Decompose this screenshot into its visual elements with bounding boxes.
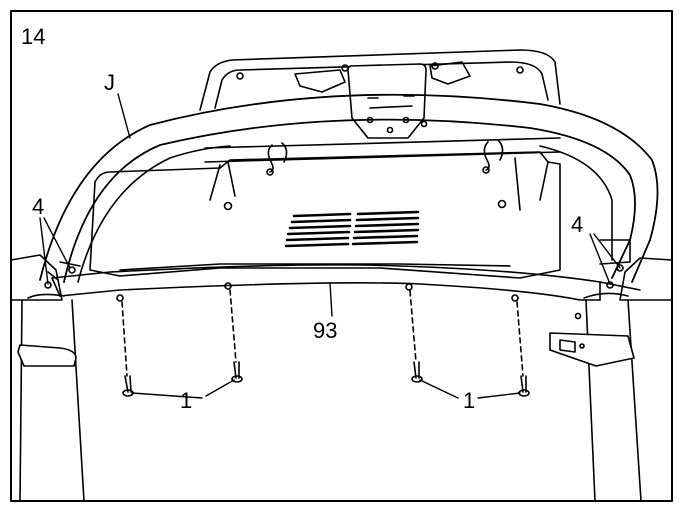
- vent-grille: [284, 210, 420, 248]
- leader-1-right-b: [477, 392, 521, 399]
- screw-guide-lines: [121, 289, 524, 377]
- label-1-left: 1: [180, 388, 192, 413]
- right-upright: [549, 292, 642, 502]
- figure-border: [10, 10, 673, 502]
- left-side-bracket: [10, 254, 63, 301]
- label-4-right: 4: [571, 212, 583, 237]
- leader-1-left-a: [131, 392, 203, 399]
- crossbar-bolt-left: [267, 142, 288, 173]
- leader-J: [117, 93, 131, 139]
- screw: [231, 361, 243, 383]
- label-1-right: 1: [463, 388, 475, 413]
- leader-1-left-b: [205, 379, 235, 397]
- crossbar: [204, 137, 561, 163]
- motor-hood: [89, 151, 561, 279]
- leader-4-right-a: [589, 233, 611, 285]
- base-frame-93: [44, 264, 641, 302]
- label-93: 93: [313, 318, 337, 343]
- console-top: [199, 49, 561, 139]
- leader-1-right-a: [419, 379, 459, 399]
- leader-4-left-a: [39, 217, 49, 285]
- leader-4-right-b: [593, 233, 621, 269]
- screw: [411, 361, 423, 383]
- handlebar-J: [39, 93, 659, 283]
- right-side-bracket: [619, 257, 673, 301]
- crossbar-bolt-right: [483, 139, 504, 171]
- left-upright: [17, 293, 85, 502]
- leader-4-left-b: [43, 217, 71, 269]
- label-4-left: 4: [32, 194, 44, 219]
- leader-93: [329, 282, 333, 317]
- label-J: J: [104, 70, 115, 95]
- step-number: 14: [21, 24, 45, 49]
- leader-lines: [39, 93, 621, 399]
